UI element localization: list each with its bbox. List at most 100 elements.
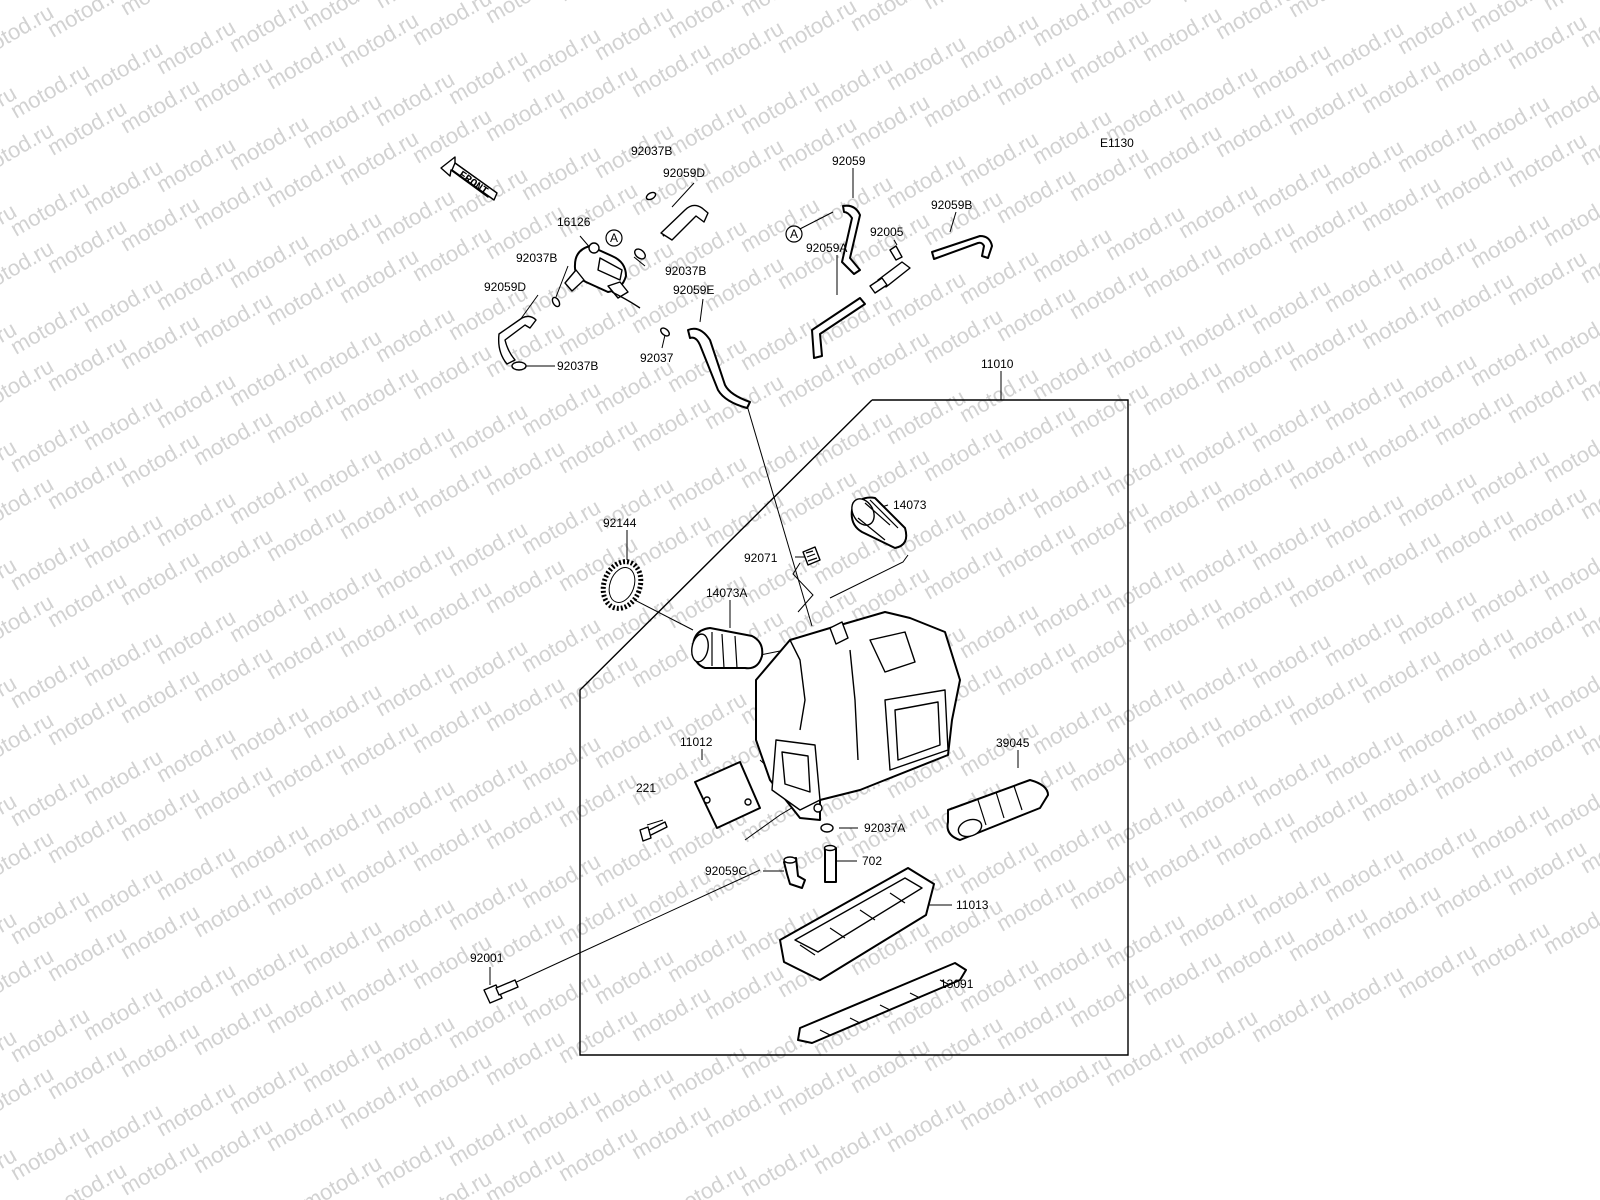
watermark-text: motod.ru <box>481 671 569 736</box>
watermark-text: motod.ru <box>1138 355 1226 420</box>
watermark-text: motod.ru <box>846 0 934 36</box>
watermark-text: motod.ru <box>1320 134 1408 199</box>
part-label-11012[interactable]: 11012 <box>680 735 713 749</box>
watermark-text: motod.ru <box>1247 510 1335 575</box>
watermark-text: motod.ru <box>152 604 240 669</box>
part-label-13091[interactable]: 13091 <box>940 977 974 991</box>
part-label-14073a[interactable]: 14073A <box>706 586 747 600</box>
watermark-text: motod.ru <box>554 767 642 832</box>
watermark-text: motod.ru <box>116 427 204 492</box>
part-label-39045[interactable]: 39045 <box>996 736 1030 750</box>
watermark-text: motod.ru <box>1357 289 1445 354</box>
part-label-92001[interactable]: 92001 <box>470 951 504 965</box>
part-label-11013[interactable]: 11013 <box>956 898 989 912</box>
watermark-text: motod.ru <box>517 612 605 677</box>
watermark-text: motod.ru <box>116 1017 204 1082</box>
watermark-text: motod.ru <box>152 958 240 1023</box>
watermark-text: motod.ru <box>700 133 788 198</box>
watermark-text: motod.ru <box>627 37 715 102</box>
part-label-92059a[interactable]: 92059A <box>806 241 847 255</box>
watermark-text: motod.ru <box>116 781 204 846</box>
watermark-text: motod.ru <box>189 1113 277 1178</box>
watermark-text: motod.ru <box>1174 178 1262 243</box>
watermark-text: motod.ru <box>1211 215 1299 280</box>
watermark-text: motod.ru <box>1174 60 1262 125</box>
watermark-text: motod.ru <box>6 58 94 123</box>
watermark-text: motod.ru <box>1357 407 1445 472</box>
watermark-text: motod.ru <box>1503 835 1591 900</box>
watermark-text: motod.ru <box>444 870 532 935</box>
part-label-14073[interactable]: 14073 <box>893 498 927 512</box>
watermark-text: motod.ru <box>225 346 313 411</box>
watermark-text: motod.ru <box>298 442 386 507</box>
watermark-text: motod.ru <box>6 530 94 595</box>
watermark-text: motod.ru <box>335 1069 423 1134</box>
watermark-text: motod.ru <box>43 921 131 986</box>
watermark-text: motod.ru <box>1174 886 1262 951</box>
part-label-92037b-left[interactable]: 92037B <box>516 251 557 265</box>
part-label-92059e[interactable]: 92059E <box>673 283 714 297</box>
watermark-text: motod.ru <box>1503 127 1591 192</box>
watermark-text: motod.ru <box>335 125 423 190</box>
watermark-text: motod.ru <box>0 0 22 5</box>
part-label-16126[interactable]: 16126 <box>557 215 591 229</box>
watermark-text: motod.ru <box>554 413 642 478</box>
part-label-702[interactable]: 702 <box>862 854 882 868</box>
watermark-text: motod.ru <box>517 140 605 205</box>
watermark-text: motod.ru <box>298 678 386 743</box>
watermark-text: motod.ru <box>1101 908 1189 973</box>
watermark-text: motod.ru <box>663 922 751 987</box>
part-label-221[interactable]: 221 <box>636 781 656 795</box>
watermark-text: motod.ru <box>1320 842 1408 907</box>
watermark-text: motod.ru <box>1539 894 1600 959</box>
watermark-text: motod.ru <box>262 265 350 330</box>
watermark-text: motod.ru <box>43 685 131 750</box>
part-label-11010[interactable]: 11010 <box>981 357 1014 371</box>
watermark-text: motod.ru <box>1284 665 1372 730</box>
part-label-92059d-top[interactable]: 92059D <box>663 166 705 180</box>
watermark-text: motod.ru <box>225 110 313 175</box>
part-label-92037b-bottom[interactable]: 92037B <box>557 359 598 373</box>
watermark-text: motod.ru <box>371 66 459 131</box>
hose-92059a <box>811 297 866 359</box>
part-label-92037b-right[interactable]: 92037B <box>665 264 706 278</box>
watermark-text: motod.ru <box>444 634 532 699</box>
watermark-text: motod.ru <box>408 575 496 640</box>
watermark-text: motod.ru <box>1211 687 1299 752</box>
watermark-text: motod.ru <box>955 834 1043 899</box>
part-label-92059c[interactable]: 92059C <box>705 864 747 878</box>
watermark-text: motod.ru <box>1138 591 1226 656</box>
watermark-text: motod.ru <box>517 376 605 441</box>
watermark-text: motod.ru <box>992 281 1080 346</box>
part-label-92037[interactable]: 92037 <box>640 351 674 365</box>
part-label-92059b[interactable]: 92059B <box>931 198 972 212</box>
watermark-text: motod.ru <box>1101 318 1189 383</box>
watermark-text: motod.ru <box>116 73 204 138</box>
part-label-92005[interactable]: 92005 <box>870 225 904 239</box>
part-label-92037b-top[interactable]: 92037B <box>631 144 672 158</box>
watermark-text: motod.ru <box>189 287 277 352</box>
part-label-92059d-left[interactable]: 92059D <box>484 280 526 294</box>
part-label-92037a[interactable]: 92037A <box>864 821 905 835</box>
watermark-text: motod.ru <box>919 421 1007 486</box>
watermark-text: motod.ru <box>1065 731 1153 796</box>
hose-92059d-top <box>660 204 709 241</box>
watermark-text: motod.ru <box>1028 458 1116 523</box>
watermark-text: motod.ru <box>481 0 569 28</box>
watermark-text: motod.ru <box>919 539 1007 604</box>
part-label-92059[interactable]: 92059 <box>832 154 866 168</box>
part-label-92144[interactable]: 92144 <box>603 516 637 530</box>
watermark-text: motod.ru <box>1357 525 1445 590</box>
watermark-text: motod.ru <box>1101 1026 1189 1091</box>
svg-text:A: A <box>610 231 618 245</box>
watermark-text: motod.ru <box>371 184 459 249</box>
watermark-text: motod.ru <box>554 177 642 242</box>
part-label-92071[interactable]: 92071 <box>744 551 778 565</box>
watermark-text: motod.ru <box>554 1121 642 1186</box>
watermark-text: motod.ru <box>408 339 496 404</box>
watermark-text: motod.ru <box>79 154 167 219</box>
watermark-text: motod.ru <box>1028 1048 1116 1113</box>
watermark-text: motod.ru <box>736 310 824 375</box>
watermark-text: motod.ru <box>1466 90 1554 155</box>
watermark-text: motod.ru <box>152 368 240 433</box>
